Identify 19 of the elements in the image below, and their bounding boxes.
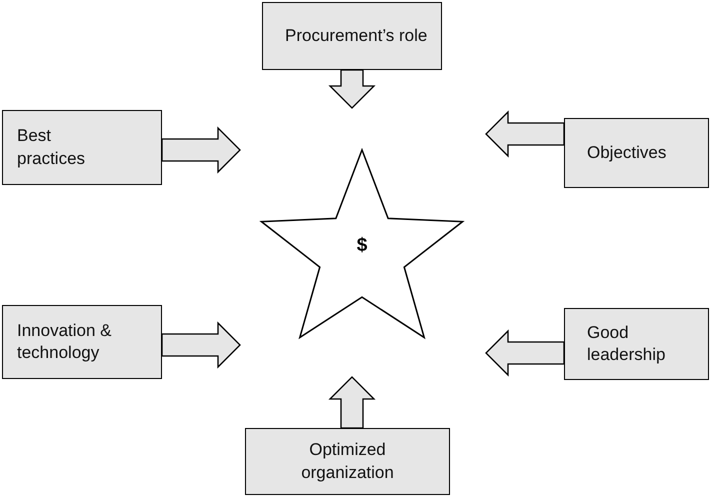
text-box [262, 2, 442, 70]
block-arrow [328, 69, 376, 109]
box-label: Objectives [587, 142, 666, 164]
block-arrow [485, 110, 565, 158]
block-arrow [161, 126, 241, 174]
text-box [2, 305, 162, 379]
text-box [564, 308, 709, 380]
box-label: Procurement’s role [285, 24, 428, 47]
box-label: Best practices [17, 125, 86, 170]
text-box [564, 118, 709, 188]
box-label: Good leadership [587, 322, 666, 366]
text-box [2, 110, 162, 185]
block-arrow [161, 321, 241, 369]
box-label: Innovation & technology [17, 320, 113, 364]
currency-symbol: $ [356, 235, 368, 258]
block-arrow [485, 329, 565, 377]
box-label: Optimized organization [300, 439, 395, 484]
text-box [245, 428, 450, 495]
block-arrow [328, 376, 376, 429]
